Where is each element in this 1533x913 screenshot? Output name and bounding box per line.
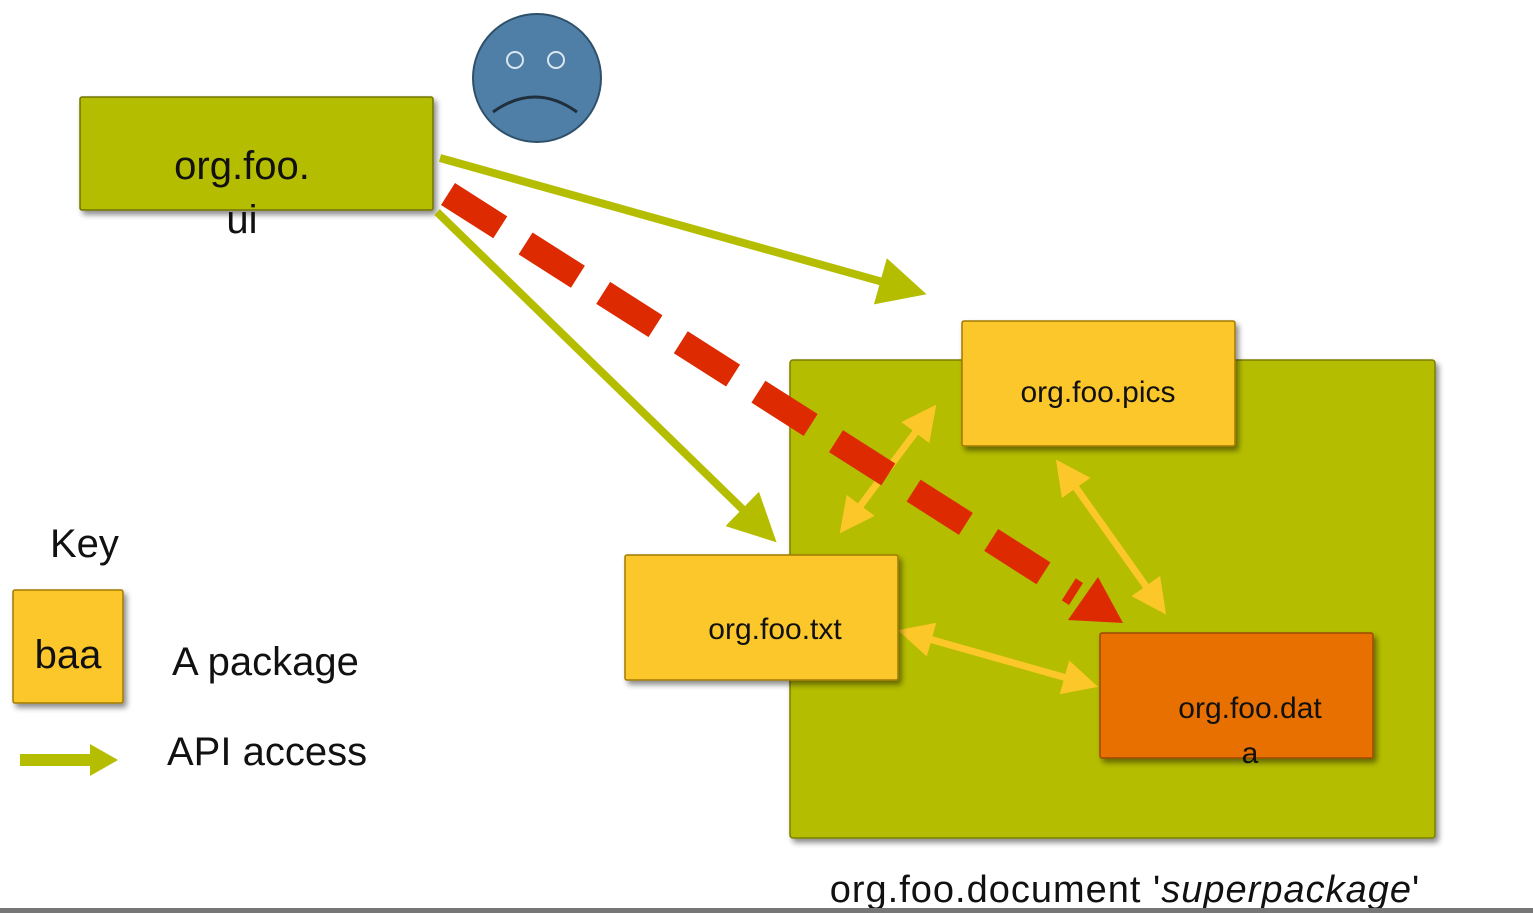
api-arrow-ui-to-pics [438,154,927,305]
package-pics: org.foo.pics [961,320,1236,447]
legend-package-sample [12,589,124,704]
package-ui: org.foo. ui [79,96,434,242]
violation-arrow-ui-to-data [441,183,1083,605]
sad-face-icon [472,13,602,143]
package-data-label-line1: org.foo.dat [1178,692,1322,725]
legend-title: Key [50,522,119,566]
package-ui-label-line2: ui [226,198,257,242]
superpackage-caption-emphasis: superpackage [1161,869,1412,911]
superpackage-caption-suffix: ' [1412,869,1420,911]
package-txt: org.foo.txt [624,554,899,681]
package-data-label-line2: a [1242,737,1259,770]
package-txt-label: org.foo.txt [708,613,842,646]
legend-api-desc: API access [167,730,367,774]
bottom-rule [0,908,1533,913]
legend-package-desc: A package [172,640,359,684]
violation-arrowhead [1068,577,1123,623]
superpackage-caption: org.foo.document 'superpackage' [830,869,1421,911]
superpackage-caption-prefix: org.foo.document ' [830,869,1162,911]
internal-arrow-pics-data [1055,459,1167,615]
internal-arrow-txt-data [897,622,1099,695]
package-ui-label-line1: org.foo. [174,144,310,188]
legend-package-sample-label: baa [35,633,102,677]
package-pics-label: org.foo.pics [1020,376,1175,409]
package-data: org.foo.dat a [1099,632,1374,770]
legend: Key baa A package API access [12,522,367,776]
legend-api-arrow-head [90,744,118,776]
api-arrow-ui-to-txt [434,209,777,543]
